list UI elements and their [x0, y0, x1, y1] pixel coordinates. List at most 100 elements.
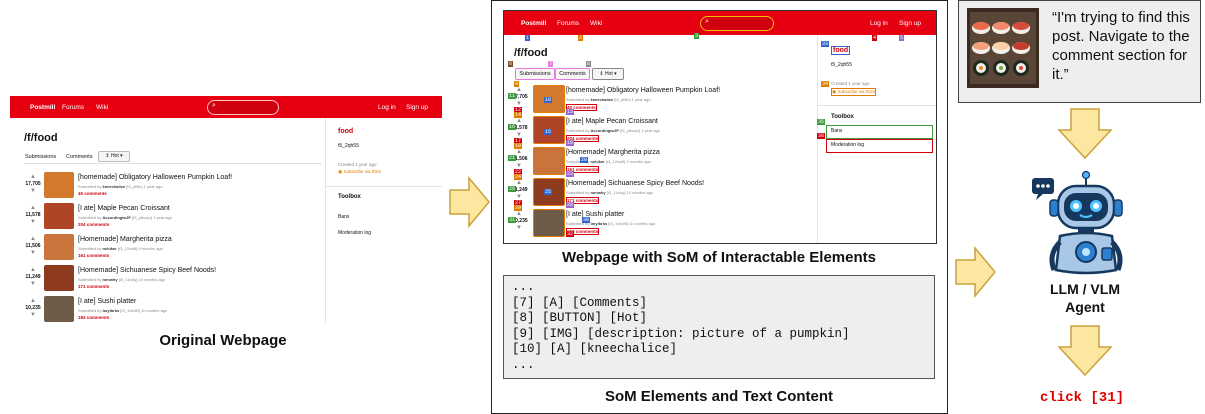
brand-link-som[interactable]: Postmill	[521, 20, 547, 27]
post-thumbnail[interactable]	[44, 234, 74, 260]
upvote-icon[interactable]: ▲	[30, 267, 36, 273]
downvote-icon[interactable]: ▼	[30, 312, 36, 318]
downvote-icon[interactable]: ▼	[516, 163, 522, 169]
sidebar-forum-name[interactable]: food	[338, 128, 354, 135]
downvote-icon[interactable]: ▼	[516, 132, 522, 138]
post-title-link[interactable]: [I ate] Sushi platter	[566, 211, 625, 218]
som-tag: 26	[508, 186, 517, 192]
search-input[interactable]	[207, 100, 279, 115]
upvote-icon[interactable]: ▲	[30, 174, 36, 180]
caption-original: Original Webpage	[159, 332, 287, 349]
author-link[interactable]: AccordingtoJP	[590, 128, 619, 133]
bans-link[interactable]: Bans	[338, 214, 350, 220]
tab-submissions-som[interactable]: Submissions	[515, 68, 555, 80]
post-title-link[interactable]: [I ate] Maple Pecan Croissant	[566, 118, 658, 125]
score: 11,249	[512, 187, 528, 193]
som-tag: 33	[821, 41, 830, 47]
robot-agent-icon	[1032, 170, 1123, 275]
upvote-icon[interactable]: ▲	[516, 211, 522, 217]
downvote-icon[interactable]: ▼	[30, 250, 36, 256]
author-link[interactable]: nchiker	[102, 246, 117, 251]
tab-comments-som[interactable]: Comments	[555, 68, 590, 80]
post-title-link[interactable]: [Homemade] Sichuanese Spicy Beef Noods!	[78, 267, 217, 274]
upvote-icon[interactable]: ▲	[516, 118, 522, 124]
downvote-icon[interactable]: ▼	[516, 194, 522, 200]
author-link[interactable]: larylbrks	[590, 221, 608, 226]
search-icon-som: ⌕	[705, 18, 709, 25]
agent-label: LLM / VLM Agent	[1050, 281, 1120, 315]
post-title-link[interactable]: [Homemade] Sichuanese Spicy Beef Noods!	[566, 180, 705, 187]
signup-link-som[interactable]: Sign up	[899, 20, 922, 27]
comments-link[interactable]: 161 comments	[78, 253, 110, 258]
forum-title: /f/food	[24, 132, 58, 144]
post-title-link[interactable]: [I ate] Sushi platter	[78, 298, 137, 305]
hot-button[interactable]: ⇕ Hot ▾	[98, 151, 130, 162]
downvote-icon[interactable]: ▼	[516, 101, 522, 107]
upvote-icon[interactable]: ▲	[516, 149, 522, 155]
upvote-icon[interactable]: ▲	[30, 205, 36, 211]
comments-link[interactable]: 171 comments	[78, 284, 110, 289]
downvote-icon[interactable]: ▼	[30, 219, 36, 225]
nav-forums-som[interactable]: Forums	[557, 20, 580, 27]
som-tag: 22	[514, 169, 523, 175]
rss-link-som[interactable]: ▣ Subscribe via RSS	[831, 88, 877, 96]
comments-link[interactable]: 45 comments	[78, 191, 107, 196]
upvote-icon[interactable]: ▲	[30, 236, 36, 242]
sidebar-forum-name-som[interactable]: food	[831, 46, 851, 55]
login-link[interactable]: Log in	[378, 104, 396, 111]
post-title-link[interactable]: [Homemade] Margherita pizza	[566, 149, 660, 156]
down-arrow-icon	[1057, 108, 1113, 160]
modlog-link[interactable]: Moderation log	[338, 230, 372, 236]
nav-forums[interactable]: Forums	[62, 104, 85, 111]
nav-wiki[interactable]: Wiki	[96, 104, 109, 111]
modlog-link-som[interactable]: Moderation log	[826, 139, 933, 153]
bans-link-som[interactable]: Bans	[826, 125, 933, 139]
som-tag: 5	[899, 35, 905, 41]
tab-comments[interactable]: Comments	[66, 154, 93, 160]
author-link[interactable]: kneechalice	[102, 184, 126, 189]
som-tag: 18	[566, 140, 575, 146]
som-tag: 12	[514, 107, 523, 113]
author-link[interactable]: kneechalice	[590, 97, 614, 102]
down-arrow-icon	[1057, 325, 1113, 377]
downvote-icon[interactable]: ▼	[30, 281, 36, 287]
rss-link[interactable]: ▣ Subscribe via RSS	[338, 169, 382, 174]
post-thumbnail[interactable]	[44, 265, 74, 291]
post-title-link[interactable]: [Homemade] Margherita pizza	[78, 236, 172, 243]
login-link-som[interactable]: Log in	[870, 20, 888, 27]
post-thumbnail[interactable]	[44, 172, 74, 198]
author-link[interactable]: nnnwhy	[102, 277, 118, 282]
comments-link[interactable]: 204 comments	[566, 135, 600, 142]
toolbox-heading: Toolbox	[338, 194, 361, 200]
downvote-icon[interactable]: ▼	[30, 188, 36, 194]
post-title-link[interactable]: [homemade] Obligatory Halloween Pumpkin …	[566, 87, 721, 94]
upvote-icon[interactable]: ▲	[516, 180, 522, 186]
post-title-link[interactable]: [I ate] Maple Pecan Croissant	[78, 205, 170, 212]
comments-link[interactable]: 45 comments	[566, 104, 597, 111]
post-thumbnail[interactable]	[533, 147, 565, 175]
hot-button-som[interactable]: ⇕ Hot ▾	[592, 68, 624, 80]
sushi-photo	[967, 8, 1039, 88]
signup-link[interactable]: Sign up	[406, 104, 429, 111]
comments-link[interactable]: 183 comments	[78, 315, 110, 320]
upvote-icon[interactable]: ▲	[30, 298, 36, 304]
brand-link[interactable]: Postmill	[30, 104, 56, 111]
nav-wiki-som[interactable]: Wiki	[590, 20, 603, 27]
search-input-som[interactable]	[700, 16, 774, 31]
author-link[interactable]: AccordingtoJP	[102, 215, 131, 220]
author-link[interactable]: nchiker	[590, 159, 605, 164]
author-link[interactable]: nnnwhy	[590, 190, 606, 195]
post-thumbnail[interactable]	[44, 296, 74, 322]
post-title-link[interactable]: [homemade] Obligatory Halloween Pumpkin …	[78, 174, 233, 181]
som-tag: 11	[508, 93, 517, 99]
post-thumbnail[interactable]	[44, 203, 74, 229]
post-meta: Submitted by larylbrks [t3_10xd9l] 11 mo…	[78, 308, 168, 313]
post-thumbnail[interactable]	[533, 209, 565, 237]
upvote-icon[interactable]: ▲	[516, 87, 522, 93]
comments-link[interactable]: 161 comments	[566, 166, 600, 173]
comments-link[interactable]: 171 comments	[566, 197, 600, 204]
comments-link[interactable]: 204 comments	[78, 222, 110, 227]
som-tag: 23	[566, 171, 575, 177]
downvote-icon[interactable]: ▼	[516, 225, 522, 231]
author-link[interactable]: larylbrks	[102, 308, 120, 313]
